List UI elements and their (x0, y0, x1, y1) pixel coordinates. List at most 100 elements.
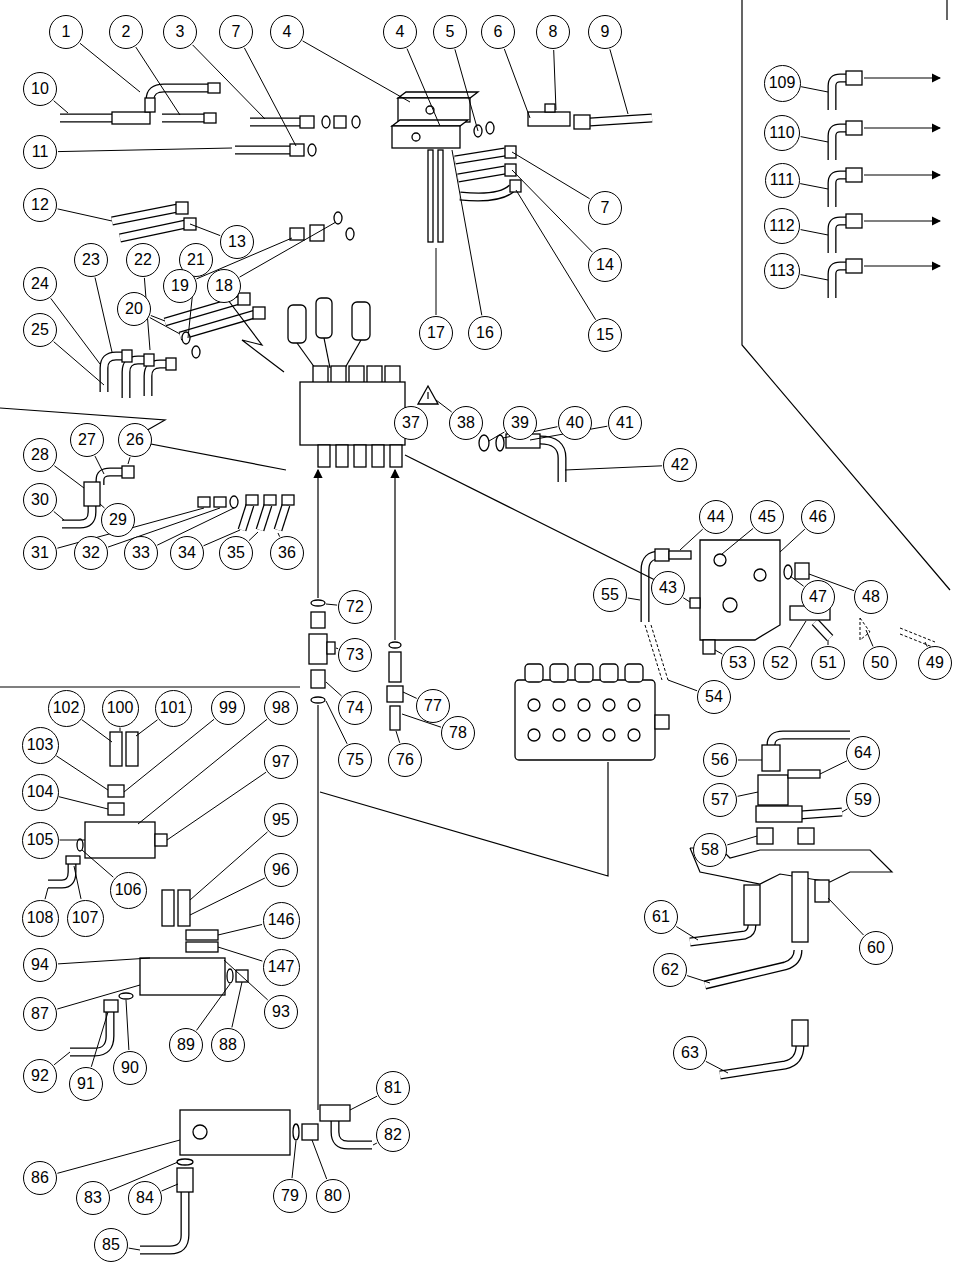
callout-text: 61 (652, 909, 670, 925)
callout-number: 44 (699, 500, 733, 534)
callout-text: 46 (809, 509, 827, 525)
leader-line (350, 1096, 377, 1110)
leader-line (82, 720, 112, 742)
callout-number: 25 (23, 313, 57, 347)
callout-text: 8 (549, 24, 558, 40)
leader-line (60, 840, 86, 841)
callout-number: 2 (109, 15, 143, 49)
callout-text: 103 (27, 737, 54, 753)
leader-line (278, 533, 280, 537)
callout-number: 6 (481, 15, 515, 49)
fittings-top (112, 71, 940, 370)
callout-text: 100 (107, 700, 134, 716)
callout-text: 82 (384, 1127, 402, 1143)
callout-number: 64 (846, 736, 880, 770)
callout-number: 22 (126, 243, 160, 277)
control-valve (84, 298, 540, 508)
callout-text: 52 (771, 655, 789, 671)
callout-number: 107 (67, 900, 104, 937)
leader-line (683, 598, 690, 602)
callout-number: 104 (22, 774, 59, 811)
leader-line (129, 1248, 140, 1250)
leader-line (138, 719, 267, 824)
leader-line (150, 318, 180, 334)
callout-text: 85 (102, 1237, 120, 1253)
leader-line (218, 925, 262, 936)
callout-number: 96 (264, 853, 298, 887)
callout-number: 92 (23, 1059, 57, 1093)
leader-line (407, 49, 440, 126)
callout-text: 38 (457, 415, 475, 431)
callout-text: 16 (476, 325, 494, 341)
leader-line (842, 809, 847, 812)
leader-line (190, 224, 220, 236)
leader-line (100, 504, 105, 508)
callout-text: 20 (125, 301, 143, 317)
callout-text: 44 (707, 509, 725, 525)
callout-number: 9 (588, 15, 622, 49)
callout-number: 111 (765, 163, 800, 198)
callout-text: 56 (711, 752, 729, 768)
leader-line (801, 230, 828, 235)
leader-line (303, 41, 410, 102)
callout-number: 16 (468, 316, 502, 350)
callout-text: 22 (134, 252, 152, 268)
leader-line (801, 87, 828, 92)
callout-text: 19 (171, 278, 189, 294)
callout-number: 11 (23, 135, 57, 169)
callout-number: 54 (697, 680, 731, 714)
callout-number: 97 (264, 745, 298, 779)
quick-coupler (690, 745, 892, 1046)
callout-text: 26 (126, 432, 144, 448)
leader-line (790, 576, 804, 586)
callout-text: 49 (926, 655, 944, 671)
valve-46 (645, 540, 935, 680)
callout-number: 113 (764, 253, 800, 289)
callout-number: 48 (854, 580, 888, 614)
callout-number: 88 (211, 1028, 245, 1062)
leader-line (91, 1012, 108, 1067)
leader-line (504, 49, 530, 118)
callout-text: 99 (219, 700, 237, 716)
leader-line (455, 49, 478, 131)
callout-text: 58 (701, 842, 719, 858)
callout-number: 26 (118, 423, 152, 457)
callout-number: 112 (764, 208, 800, 244)
callout-text: 91 (77, 1076, 95, 1092)
callout-number: 33 (124, 536, 158, 570)
callout-number: 75 (338, 743, 372, 777)
leader-line (58, 209, 112, 221)
leader-line (82, 850, 113, 877)
callout-text: 5 (446, 24, 455, 40)
leader-line (820, 761, 847, 774)
callout-number: 10 (23, 72, 57, 106)
leader-line (512, 170, 592, 252)
callout-text: 87 (31, 1006, 49, 1022)
callout-text: 102 (53, 700, 80, 716)
callout-number: 40 (558, 406, 592, 440)
callout-number: 49 (918, 646, 952, 680)
callout-number: 47 (801, 580, 835, 614)
callout-text: 107 (72, 910, 99, 926)
callout-number: 91 (69, 1067, 103, 1101)
leader-line (610, 49, 628, 114)
callout-number: 58 (693, 833, 727, 867)
callout-number: 20 (117, 292, 151, 326)
callout-number: 46 (801, 500, 835, 534)
callout-number: 4 (383, 15, 417, 49)
callout-text: 25 (31, 322, 49, 338)
leader-line (151, 316, 165, 322)
leader-line (790, 621, 807, 648)
leader-line (95, 456, 104, 474)
leader-line (565, 466, 662, 470)
callout-number: 81 (376, 1071, 410, 1105)
callout-number: 53 (721, 646, 755, 680)
callout-number: 56 (703, 743, 737, 777)
callout-number: 7 (588, 191, 622, 225)
leader-line (489, 432, 504, 441)
leader-line (54, 342, 104, 385)
leader-line (738, 792, 758, 796)
callout-number: 5 (433, 15, 467, 49)
leader-line (167, 772, 266, 840)
callout-text: 54 (705, 689, 723, 705)
